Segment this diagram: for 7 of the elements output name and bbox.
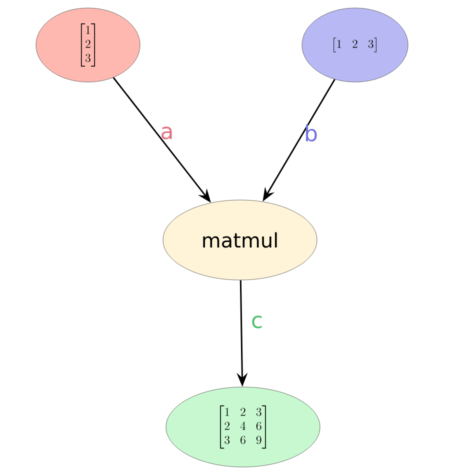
- ellipse-node: matmul: [162, 200, 318, 280]
- edge-label: c: [252, 316, 262, 328]
- edge-label: a: [162, 126, 172, 140]
- edge-label: b: [306, 124, 317, 142]
- ellipse-node: $\begin{bmatrix}1&2&3\end{bmatrix}$: [302, 8, 408, 82]
- ellipse-node: $\begin{bmatrix}1\\2\\3\end{bmatrix}$: [36, 8, 140, 82]
- ellipse-node: $\begin{bmatrix}1&2&3\\2&4&6\\3&6&9\end{bmatrix}$: [166, 386, 320, 468]
